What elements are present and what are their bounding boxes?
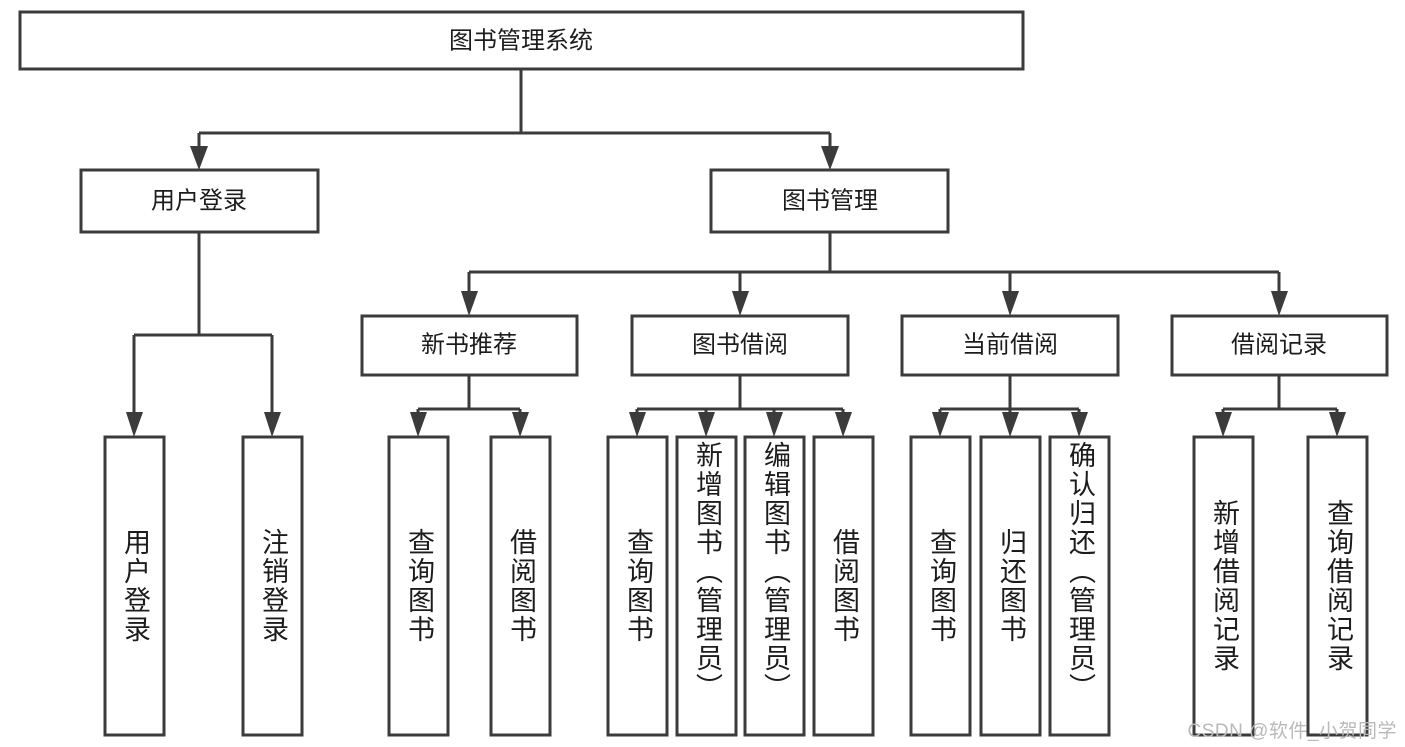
leaf-user-login-label-wrap: 用户登录 (106, 438, 163, 734)
arrow-borrow-record (1271, 291, 1288, 316)
user-login-label: 用户登录 (151, 187, 247, 214)
leaf-add-record-label: 新增借阅记录 (1209, 499, 1239, 673)
node-new-book-recommend[interactable]: 新书推荐 (360, 314, 579, 377)
leaf-user-login-box[interactable] (103, 435, 166, 737)
leaf-confirm-return-label-wrap: 确认归还（管理员） (1051, 441, 1108, 733)
arrow-leaf-query-book-3 (932, 412, 949, 437)
new-book-recommend-label: 新书推荐 (421, 331, 517, 358)
leaf-edit-book-label-wrap: 编辑图书（管理员） (746, 441, 803, 733)
arrow-current-borrow (1002, 291, 1019, 316)
arrow-new-book (461, 291, 478, 316)
arrow-leaf-borrow-book-1 (512, 412, 529, 437)
leaf-add-record-label-wrap: 新增借阅记录 (1195, 438, 1252, 734)
node-leaf-logout[interactable]: 注销登录 (241, 435, 304, 737)
node-leaf-query-book-1[interactable]: 查询图书 (387, 435, 450, 737)
new-book-recommend-box[interactable] (360, 314, 579, 377)
node-book-borrow[interactable]: 图书借阅 (630, 314, 850, 377)
leaf-logout-box[interactable] (241, 435, 304, 737)
node-leaf-confirm-return[interactable]: 确认归还（管理员） (1048, 435, 1111, 737)
node-user-login[interactable]: 用户登录 (79, 168, 320, 234)
node-leaf-borrow-book-1[interactable]: 借阅图书 (489, 435, 552, 737)
arrow-leaf-logout (264, 412, 281, 437)
node-borrow-record[interactable]: 借阅记录 (1170, 314, 1389, 377)
node-leaf-borrow-book-2[interactable]: 借阅图书 (812, 435, 875, 737)
arrow-book-borrow (732, 291, 749, 316)
leaf-query-book-2-box[interactable] (606, 435, 669, 737)
leaf-query-book-2-label-wrap: 查询图书 (609, 438, 666, 734)
leaf-add-book-label-wrap: 新增图书（管理员） (678, 441, 735, 733)
arrow-leaf-return-book (1002, 412, 1019, 437)
leaf-borrow-book-2-label: 借阅图书 (829, 528, 859, 644)
node-leaf-query-book-2[interactable]: 查询图书 (606, 435, 669, 737)
leaf-add-book-label: 新增图书（管理员） (692, 441, 722, 702)
leaf-borrow-book-2-label-wrap: 借阅图书 (815, 438, 872, 734)
node-leaf-add-book[interactable]: 新增图书（管理员） (675, 435, 738, 737)
current-borrow-box[interactable] (900, 314, 1120, 377)
arrow-leaf-user-login (126, 412, 143, 437)
leaf-query-book-2-label: 查询图书 (623, 528, 653, 644)
current-borrow-label: 当前借阅 (962, 331, 1058, 358)
node-leaf-edit-book[interactable]: 编辑图书（管理员） (743, 435, 806, 737)
leaf-borrow-book-1-label-wrap: 借阅图书 (492, 438, 549, 734)
leaf-edit-book-box[interactable] (743, 435, 806, 737)
arrow-leaf-edit-book (766, 412, 783, 437)
arrow-leaf-query-record (1329, 412, 1346, 437)
node-leaf-query-book-3[interactable]: 查询图书 (909, 435, 972, 737)
leaf-query-record-label: 查询借阅记录 (1323, 499, 1353, 673)
edges-layer (126, 69, 1346, 437)
leaf-query-book-3-label-wrap: 查询图书 (912, 438, 969, 734)
leaf-user-login-label: 用户登录 (120, 528, 150, 644)
node-book-management[interactable]: 图书管理 (709, 168, 950, 234)
leaf-return-book-label-wrap: 归还图书 (982, 438, 1039, 734)
leaf-edit-book-label: 编辑图书（管理员） (760, 441, 790, 702)
arrow-leaf-borrow-book-2 (835, 412, 852, 437)
leaf-borrow-book-1-box[interactable] (489, 435, 552, 737)
borrow-record-box[interactable] (1170, 314, 1389, 377)
book-management-box[interactable] (709, 168, 950, 234)
node-leaf-add-record[interactable]: 新增借阅记录 (1192, 435, 1255, 737)
arrow-leaf-confirm-return (1071, 412, 1088, 437)
leaf-borrow-book-1-label: 借阅图书 (506, 528, 536, 644)
arrow-leaf-query-book-1 (410, 412, 427, 437)
leaf-logout-label: 注销登录 (258, 528, 288, 644)
leaf-query-book-3-box[interactable] (909, 435, 972, 737)
leaf-confirm-return-label: 确认归还（管理员） (1065, 441, 1095, 702)
leaf-logout-label-wrap: 注销登录 (244, 438, 301, 734)
leaf-add-book-box[interactable] (675, 435, 738, 737)
leaf-borrow-book-2-box[interactable] (812, 435, 875, 737)
book-management-label: 图书管理 (782, 187, 878, 214)
leaf-add-record-box[interactable] (1192, 435, 1255, 737)
root-box[interactable] (18, 10, 1025, 71)
arrow-user-login (190, 146, 208, 170)
arrow-leaf-query-book-2 (629, 412, 646, 437)
arrow-leaf-add-book (698, 412, 715, 437)
leaf-return-book-label: 归还图书 (996, 528, 1026, 644)
arrow-leaf-add-record (1215, 412, 1232, 437)
borrow-record-label: 借阅记录 (1231, 331, 1327, 358)
leaf-query-book-3-label: 查询图书 (926, 528, 956, 644)
leaf-query-book-1-label-wrap: 查询图书 (390, 438, 447, 734)
arrow-book-management (821, 146, 839, 170)
node-leaf-return-book[interactable]: 归还图书 (979, 435, 1042, 737)
root-label: 图书管理系统 (449, 27, 593, 54)
node-leaf-query-record[interactable]: 查询借阅记录 (1306, 435, 1369, 737)
node-current-borrow[interactable]: 当前借阅 (900, 314, 1120, 377)
leaf-query-book-1-label: 查询图书 (404, 528, 434, 644)
leaf-query-book-1-box[interactable] (387, 435, 450, 737)
leaf-confirm-return-box[interactable] (1048, 435, 1111, 737)
user-login-box[interactable] (79, 168, 320, 234)
leaf-query-record-label-wrap: 查询借阅记录 (1309, 438, 1366, 734)
book-borrow-box[interactable] (630, 314, 850, 377)
node-root[interactable]: 图书管理系统 (18, 10, 1025, 71)
leaf-return-book-box[interactable] (979, 435, 1042, 737)
node-leaf-user-login[interactable]: 用户登录 (103, 435, 166, 737)
book-borrow-label: 图书借阅 (692, 331, 788, 358)
leaf-query-record-box[interactable] (1306, 435, 1369, 737)
